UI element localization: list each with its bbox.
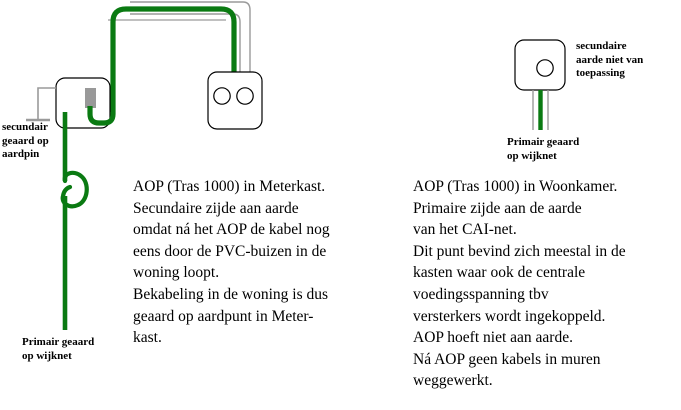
label-secundaire-aarde-niet-van-toepassing: secundaire aarde niet van toepassing	[576, 40, 644, 79]
outlet-port-right[interactable]	[236, 87, 254, 105]
cable-service-loop	[60, 170, 89, 209]
pvc-conduit-outer-line	[130, 13, 241, 72]
paragraph-meterkast: AOP (Tras 1000) in Meterkast. Secundaire…	[133, 178, 330, 347]
paragraph-woonkamer: AOP (Tras 1000) in Woonkamer. Primaire z…	[413, 178, 626, 390]
label-primair-geaard-wijknet-right: Primair geaard op wijknet	[507, 136, 580, 162]
aop-woonkamer-port[interactable]	[536, 59, 554, 77]
label-primair-geaard-wijknet-left: Primair geaard op wijknet	[22, 336, 95, 362]
pvc-conduit-inner-line	[130, 1, 251, 72]
aop-secondary-jumper-wire	[87, 106, 116, 126]
outlet-port-left[interactable]	[213, 87, 231, 105]
earth-pin-lead	[37, 87, 56, 120]
coax-cable-to-outlet	[110, 6, 237, 112]
aop-connector-block	[85, 88, 96, 108]
aop-device-woonkamer[interactable]	[514, 39, 566, 91]
wall-outlet-two-port[interactable]	[207, 71, 263, 130]
label-secundair-geaard-aardpin: secundair geaard op aardpin	[2, 121, 49, 160]
